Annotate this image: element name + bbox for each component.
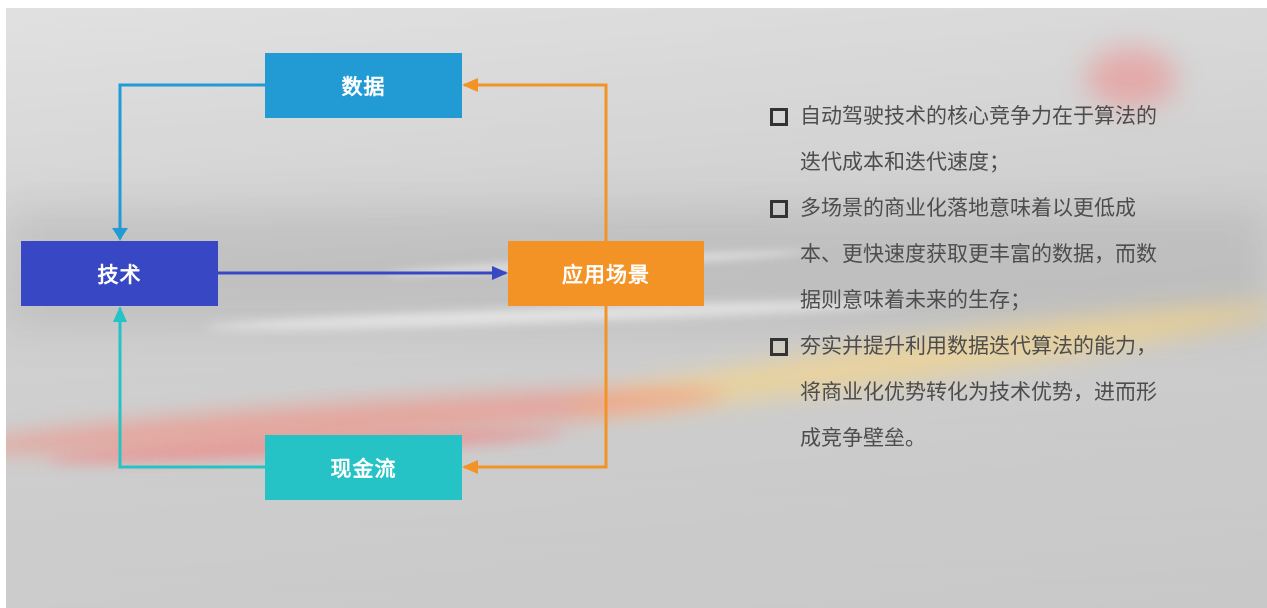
note-item: 多场景的商业化落地意味着以更低成本、更快速度获取更丰富的数据，而数据则意味着未来…: [770, 185, 1190, 323]
background-photo: [6, 8, 1267, 608]
square-bullet-icon: [770, 108, 788, 126]
arrow-scene-to-data: [462, 78, 608, 241]
note-item: 夯实并提升利用数据迭代算法的能力，将商业化优势转化为技术优势，进而形成竞争壁垒。: [770, 323, 1190, 461]
node-tech-label: 技术: [97, 262, 142, 287]
arrow-cash-to-tech: [113, 306, 265, 469]
arrow-scene-to-cash: [462, 306, 608, 474]
node-cash-label: 现金流: [330, 456, 397, 481]
square-bullet-icon: [770, 338, 788, 356]
square-bullet-icon: [770, 200, 788, 218]
node-cash: 现金流: [265, 435, 462, 500]
note-text: 多场景的商业化落地意味着以更低成本、更快速度获取更丰富的数据，而数据则意味着未来…: [800, 196, 1157, 312]
note-text: 自动驾驶技术的核心竞争力在于算法的迭代成本和迭代速度；: [800, 104, 1157, 174]
node-scene-label: 应用场景: [562, 262, 650, 287]
node-data: 数据: [265, 53, 462, 118]
node-tech: 技术: [21, 241, 218, 306]
note-item: 自动驾驶技术的核心竞争力在于算法的迭代成本和迭代速度；: [770, 93, 1190, 185]
arrow-data-to-tech: [115, 83, 265, 241]
node-data-label: 数据: [341, 74, 386, 99]
node-scene: 应用场景: [508, 241, 704, 306]
note-text: 夯实并提升利用数据迭代算法的能力，将商业化优势转化为技术优势，进而形成竞争壁垒。: [800, 334, 1157, 450]
notes-list: 自动驾驶技术的核心竞争力在于算法的迭代成本和迭代速度； 多场景的商业化落地意味着…: [770, 93, 1190, 461]
